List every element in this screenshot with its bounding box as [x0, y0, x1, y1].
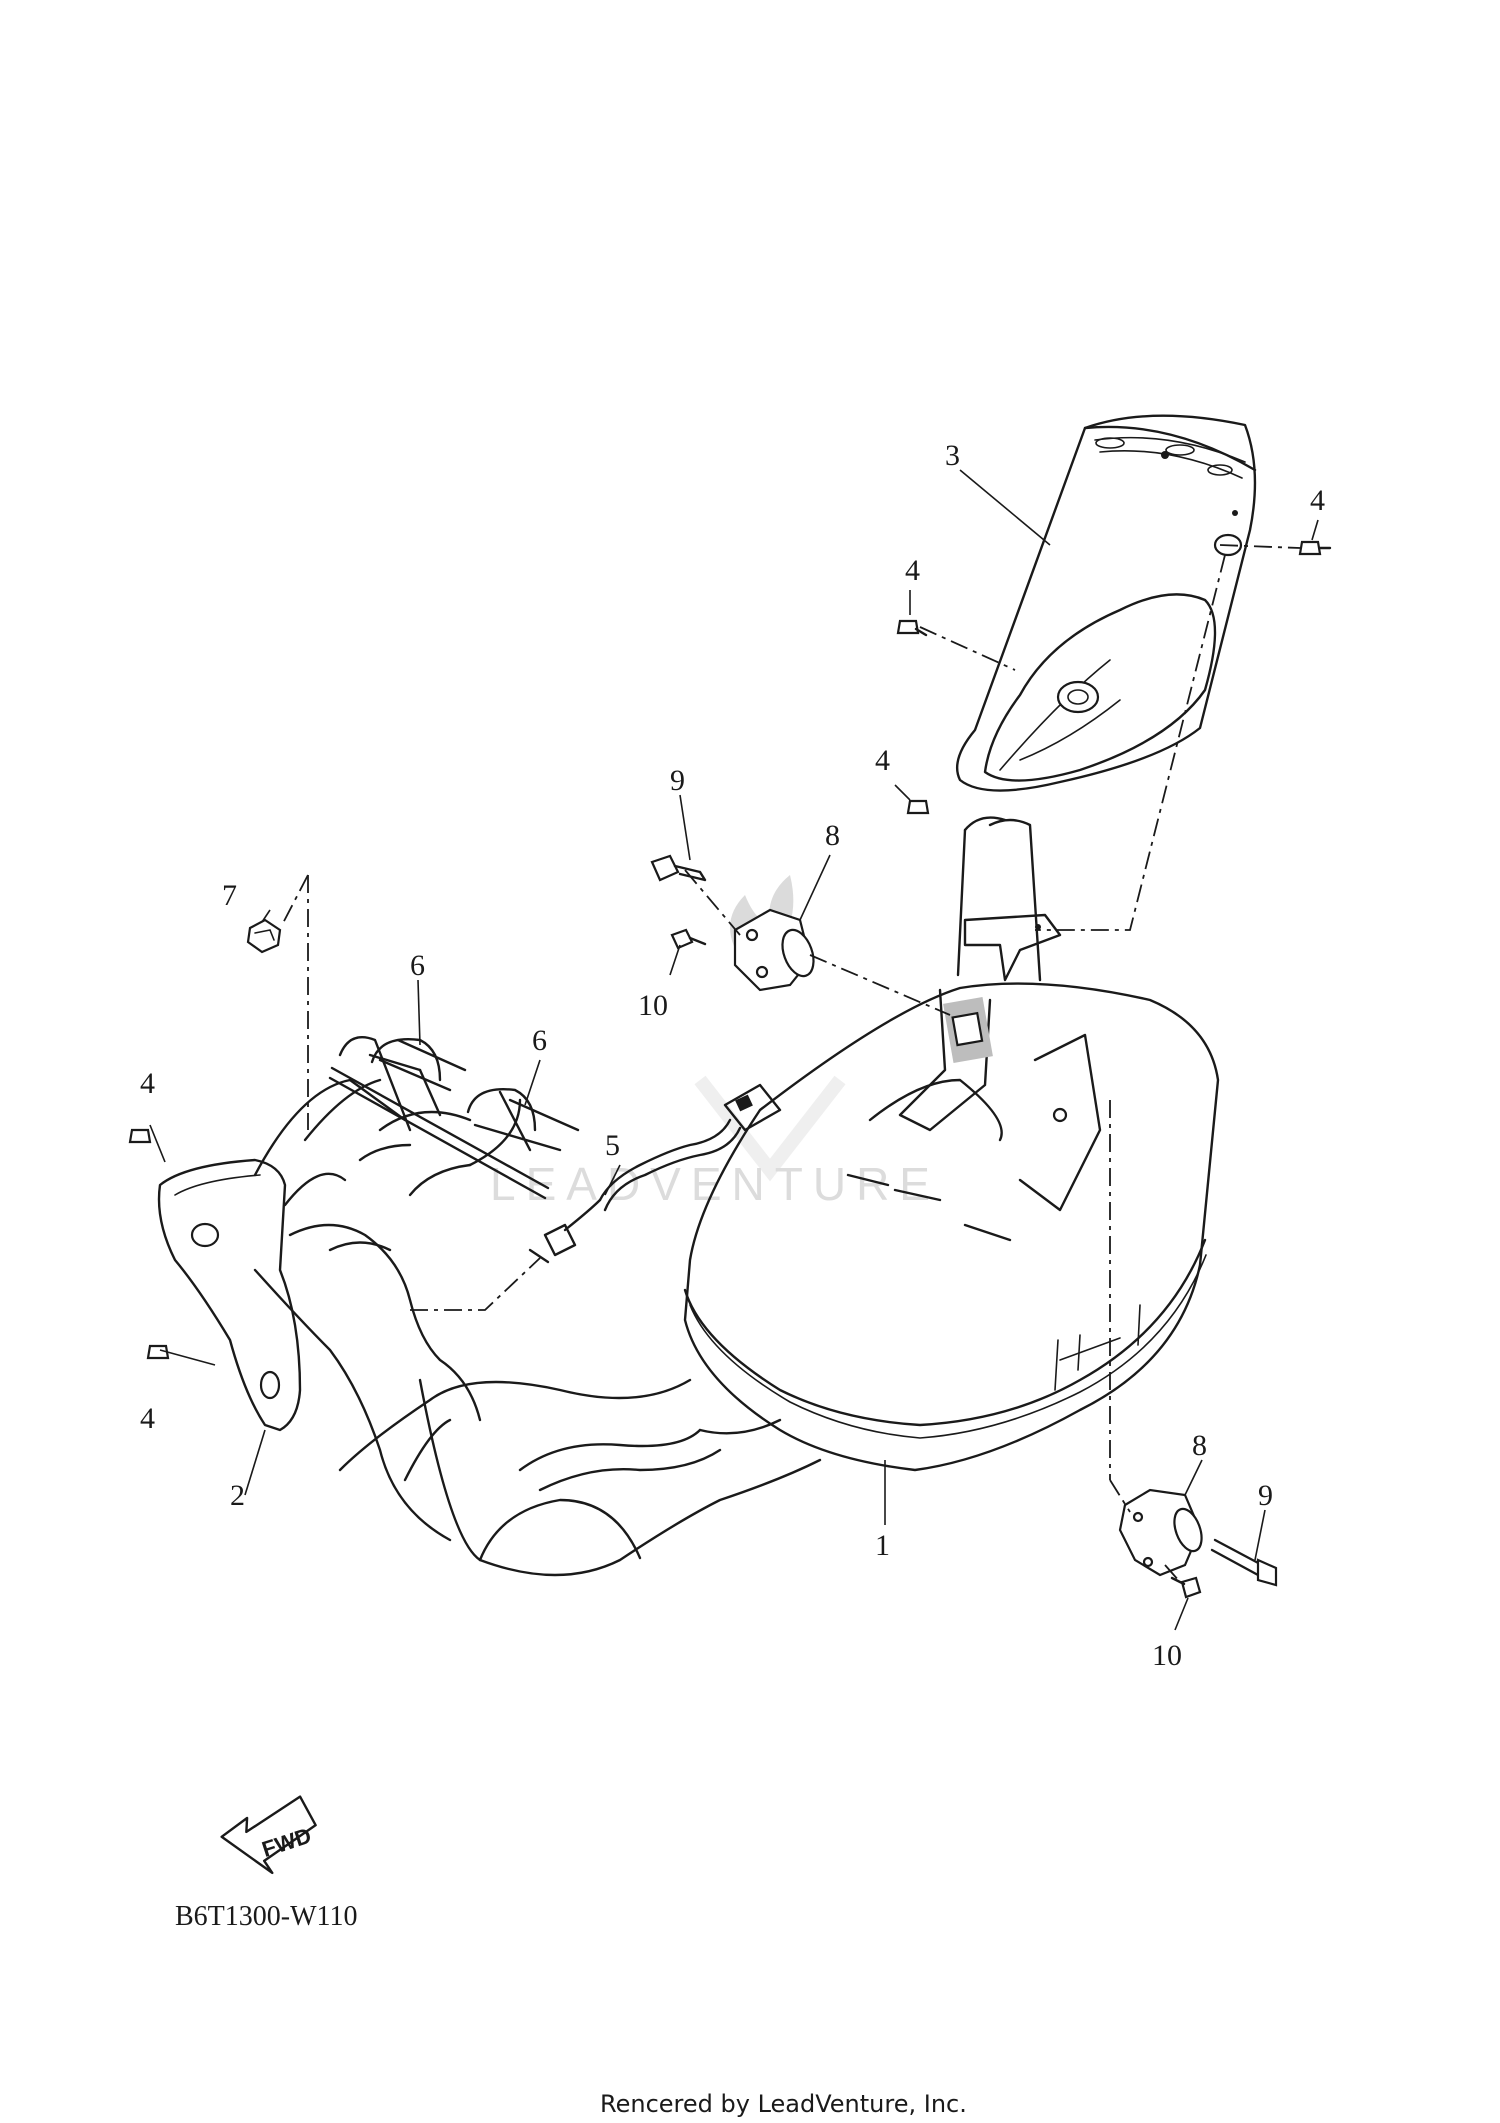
- callout-8: 8: [1192, 1429, 1207, 1462]
- callout-10: 10: [1152, 1639, 1182, 1672]
- callout-4: 4: [875, 744, 890, 777]
- part-8-damper-lower: [1118, 1488, 1203, 1577]
- part-4-bolts: [128, 540, 1332, 1360]
- callout-4: 4: [1310, 484, 1325, 517]
- part-9-bolt-lower: [1210, 1538, 1278, 1587]
- footer-credit: Rencered by LeadVenture, Inc.: [600, 2090, 967, 2118]
- callout-7: 7: [222, 879, 237, 912]
- callout-4: 4: [140, 1402, 155, 1435]
- callout-10: 10: [638, 989, 668, 1022]
- part-1-muffler: [338, 816, 1220, 1577]
- callout-4: 4: [905, 554, 920, 587]
- part-2-exhaust-pipe: [157, 1035, 562, 1542]
- fwd-label: FWD: [259, 1823, 314, 1862]
- part-10-bolt-lower: [1170, 1576, 1202, 1599]
- callout-9: 9: [670, 764, 685, 797]
- assembly-lines: [281, 544, 1301, 1583]
- diagram-code: B6T1300-W110: [175, 1901, 358, 1932]
- callout-6: 6: [410, 949, 425, 982]
- callout-4: 4: [140, 1067, 155, 1100]
- callout-9: 9: [1258, 1479, 1273, 1512]
- part-6-gaskets: [396, 1038, 580, 1132]
- callouts: 3 4 4 4 9 8 10 7 6 6 5 4 4 2 1 8 9 10: [140, 439, 1325, 1672]
- callout-2: 2: [230, 1479, 245, 1512]
- leader-lines: [149, 469, 1319, 1631]
- part-5-o2-sensor: [528, 1083, 782, 1264]
- part-7-nut: [246, 918, 282, 954]
- callout-6: 6: [532, 1024, 547, 1057]
- callout-3: 3: [945, 439, 960, 472]
- part-10-bolt-upper: [670, 928, 707, 950]
- callout-1: 1: [875, 1529, 890, 1562]
- fwd-arrow-icon: FWD: [220, 1795, 317, 1875]
- part-9-bolt-upper: [650, 854, 707, 882]
- callout-8: 8: [825, 819, 840, 852]
- part-8-damper-upper: [733, 908, 815, 992]
- callout-5: 5: [605, 1129, 620, 1162]
- watermark-text: LEADVENTURE: [490, 1158, 940, 1210]
- part-3-muffler-cover: [955, 414, 1257, 792]
